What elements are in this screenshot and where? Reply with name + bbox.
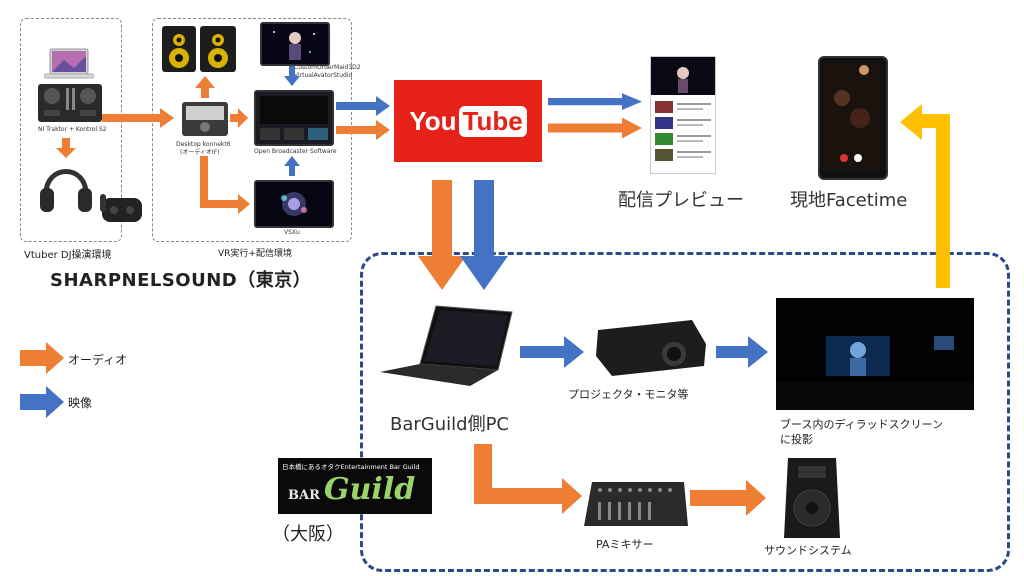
audio-arrow-konnekt-to-vsxu [200, 156, 250, 214]
legend-layer [20, 342, 64, 418]
video-arrow-youtube-to-pc [460, 180, 508, 290]
vr-headset-device [100, 192, 144, 228]
youtube-you: You [409, 105, 457, 136]
vsxu-screen [254, 180, 334, 228]
mixer-label: PAミキサー [596, 538, 654, 551]
osaka-label: （大阪） [272, 524, 344, 545]
stage-label-1: ブース内のディラッドスクリーン [780, 418, 944, 431]
video-arrow-youtube-to-preview [548, 93, 642, 110]
return-arrow-line [900, 104, 950, 288]
vtuber-dj-group [20, 18, 122, 242]
preview-phone-screen [650, 56, 716, 174]
youtube-tube: Tube [462, 105, 523, 136]
headphones-device [36, 158, 96, 216]
legend-audio-label: オーディオ [68, 353, 128, 367]
audio-arrow-dj-to-konnekt [102, 108, 174, 128]
logo-bar: BAR [288, 488, 320, 503]
sound-system-label: サウンドシステム [764, 544, 852, 557]
video-arrow-obs-to-youtube [336, 96, 390, 116]
legend-audio-arrow [20, 342, 64, 374]
vr-group-label: VR実行+配信環境 [218, 249, 292, 259]
audio-arrow-youtube-to-preview [548, 117, 642, 139]
video-arrow-avatar-to-obs [284, 66, 300, 86]
bar-guild-logo: 日本橋にあるオタクEntertainment Bar Guild BAR Gui… [278, 458, 432, 514]
macbook-device [43, 48, 95, 80]
konnekt-label-1: Desktop konnekt6 [176, 141, 231, 148]
custom-order-label-1: CustomOrderMaid3D2 [294, 64, 361, 71]
obs-label: Open Broadcaster Software [254, 148, 337, 155]
barguild-pc-label: BarGuild側PC [390, 414, 509, 435]
sound-system-speaker [784, 456, 840, 540]
traktor-label: NI Traktor + Kontrol S2 [38, 126, 107, 133]
video-arrow-projector-to-stage [716, 336, 768, 368]
logo-guild: Guild [324, 472, 416, 507]
dj-controller-device [38, 84, 102, 122]
konnekt6-device [182, 98, 228, 136]
vtuber-dj-label: Vtuber DJ操演環境 [24, 250, 112, 261]
barguild-pc-laptop [380, 304, 516, 390]
pa-mixer-device [584, 478, 688, 530]
youtube-logo: You Tube [394, 80, 542, 162]
audio-arrow-mixer-to-sound [690, 480, 766, 516]
monitor-speaker-left [162, 26, 196, 72]
video-arrow-vsxu-to-obs [284, 156, 300, 176]
stage-label-2: に投影 [780, 433, 813, 446]
audio-arrow-pc-to-mixer [474, 444, 582, 514]
audio-arrow-dj-to-headphones [56, 138, 76, 158]
facetime-label: 現地Facetime [790, 190, 908, 211]
logo-tagline: 日本橋にあるオタクEntertainment Bar Guild [282, 463, 420, 471]
audio-arrow-konnekt-to-speakers [195, 76, 215, 98]
projector-label: プロジェクタ・モニタ等 [568, 388, 689, 401]
facetime-phone-screen [818, 56, 888, 180]
audio-arrow-obs-to-youtube [336, 120, 390, 140]
monitor-speaker-right [200, 26, 236, 72]
legend-video-arrow [20, 386, 64, 418]
obs-screen [254, 90, 334, 146]
legend-video-label: 映像 [68, 396, 93, 410]
stage-screen-photo [776, 298, 974, 410]
location-tokyo: SHARPNELSOUND（東京） [50, 270, 312, 291]
video-arrow-pc-to-projector [520, 336, 584, 368]
audio-arrow-konnekt-to-obs [230, 108, 248, 128]
avatar-studio-screen [260, 22, 330, 66]
youtube-tube-box: Tube [458, 105, 527, 137]
venue-group-osaka [360, 252, 1010, 572]
vsxu-label: VSXu [284, 229, 300, 236]
projector-device [592, 316, 710, 380]
konnekt-label-2: (オーディオIF) [180, 149, 220, 156]
preview-label: 配信プレビュー [618, 190, 744, 211]
audio-arrow-youtube-to-pc [418, 180, 466, 290]
youtube-to-preview-arrows [548, 93, 642, 139]
custom-order-label-2: VirtualAvatorStudio [294, 72, 353, 79]
